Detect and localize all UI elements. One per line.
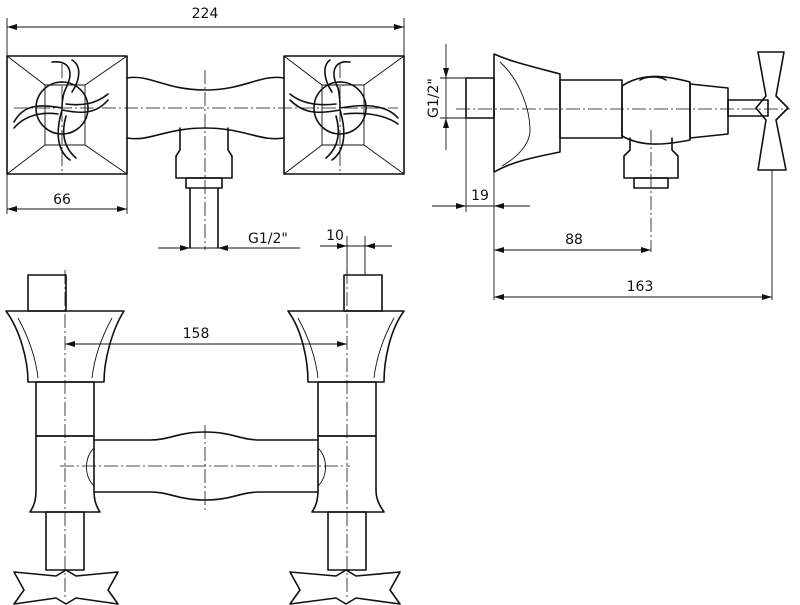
front-left-spindle bbox=[27, 274, 67, 312]
front-bar-lower bbox=[93, 491, 319, 501]
dim-224: 224 bbox=[6, 6, 405, 56]
top-right-plate-facet bbox=[283, 144, 405, 175]
top-left-plate bbox=[6, 55, 128, 175]
dim-224-label: 224 bbox=[192, 6, 219, 22]
front-right-spindle bbox=[343, 274, 383, 312]
side-stem bbox=[727, 99, 769, 117]
front-left-lower-body bbox=[29, 435, 101, 513]
top-body-upper bbox=[126, 76, 285, 91]
dim-88: 88 bbox=[493, 212, 651, 300]
dim-top-thread: G1/2" bbox=[158, 231, 300, 251]
side-body-mid bbox=[621, 75, 691, 145]
top-right-plate-facet bbox=[283, 55, 405, 86]
side-cap bbox=[689, 83, 729, 139]
dim-side-thread-label: G1/2" bbox=[426, 78, 442, 118]
side-inlet-pipe bbox=[465, 77, 495, 119]
dim-19: 19 bbox=[432, 118, 530, 212]
front-right-lower-body bbox=[311, 435, 385, 513]
dim-side-thread: G1/2" bbox=[426, 44, 466, 150]
side-flange bbox=[493, 53, 561, 173]
front-left-lever bbox=[13, 569, 119, 605]
dim-19-label: 19 bbox=[471, 188, 489, 204]
top-left-plate-facet bbox=[6, 144, 128, 175]
top-outlet-body bbox=[175, 127, 233, 179]
side-view bbox=[456, 51, 790, 252]
dim-88-label: 88 bbox=[565, 232, 583, 248]
dim-66: 66 bbox=[6, 174, 128, 214]
dim-158-label: 158 bbox=[183, 326, 210, 342]
front-right-flange bbox=[287, 310, 405, 383]
top-view bbox=[6, 55, 405, 250]
top-right-plate bbox=[283, 55, 405, 175]
dim-top-thread-label: G1/2" bbox=[248, 231, 288, 247]
top-left-plate-facet bbox=[6, 55, 128, 86]
top-outlet-nut bbox=[185, 177, 223, 189]
dim-10: 10 bbox=[320, 228, 392, 275]
front-bar-upper bbox=[93, 431, 319, 441]
dim-10-label: 10 bbox=[326, 228, 344, 244]
side-lever-handle bbox=[755, 51, 789, 171]
front-left-flange bbox=[5, 310, 125, 383]
dim-163: 163 bbox=[494, 170, 773, 300]
top-body-lower bbox=[126, 127, 285, 140]
dim-163-label: 163 bbox=[627, 279, 654, 295]
dim-66-label: 66 bbox=[53, 192, 71, 208]
front-view bbox=[5, 270, 405, 605]
dim-158: 158 bbox=[65, 326, 347, 347]
front-right-lever bbox=[289, 569, 401, 605]
